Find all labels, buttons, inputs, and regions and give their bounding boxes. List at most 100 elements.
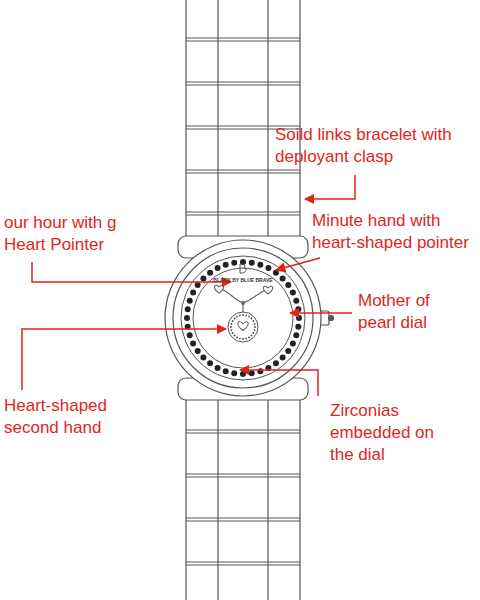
zirconia-stone xyxy=(249,260,255,266)
sub-dial-marker xyxy=(232,320,234,322)
zirconia-stone xyxy=(200,355,206,361)
callout-label: Soild links bracelet with deployant clas… xyxy=(275,124,460,168)
bezel xyxy=(173,248,313,388)
callout-label: Heart-shaped second hand xyxy=(4,395,114,439)
leader-line xyxy=(22,329,226,390)
zirconia-stone xyxy=(207,360,213,366)
link-seam xyxy=(186,211,300,212)
link-seam xyxy=(186,84,300,85)
sub-dial-marker xyxy=(245,338,247,340)
callout-label: Mother of pearl dial xyxy=(358,290,458,334)
link-seam xyxy=(186,40,300,41)
zirconia-stone xyxy=(265,265,271,271)
sub-dial-marker xyxy=(254,329,256,331)
sub-dial-marker xyxy=(248,336,250,338)
zirconia-stone xyxy=(285,282,291,288)
zirconia-stone xyxy=(231,260,237,266)
zirconia-stone xyxy=(296,315,302,321)
sub-dial-marker xyxy=(242,338,244,340)
zirconia-ring-outer xyxy=(181,256,305,380)
sub-dial-marker xyxy=(252,332,254,334)
link-divider xyxy=(217,0,218,236)
watch-drawing xyxy=(165,0,334,600)
sub-dial-marker xyxy=(248,316,250,318)
dial-brand-text: BLACK BY BLUE BRAVE xyxy=(213,277,272,283)
zirconia-stone xyxy=(215,365,221,371)
link-seam xyxy=(186,473,300,474)
zirconia-stone xyxy=(215,265,221,271)
zirconia-stone xyxy=(280,355,286,361)
link-seam xyxy=(186,214,300,215)
link-seam xyxy=(186,172,300,173)
zirconia-stone xyxy=(295,306,301,312)
link-seam xyxy=(186,81,300,82)
zirconia-stone xyxy=(280,275,286,281)
leader-line xyxy=(240,370,318,396)
sub-dial-marker xyxy=(231,329,233,331)
sub-dial-marker xyxy=(242,314,244,316)
sub-dial-marker xyxy=(232,332,234,334)
callout-label: Zirconias embedded on the dial xyxy=(330,400,445,466)
lower-bracelet xyxy=(186,385,300,600)
link-divider xyxy=(217,400,218,600)
callout-label: our hour with g Heart Pointer xyxy=(4,212,117,256)
minute-heart-pointer xyxy=(263,286,272,294)
sub-dial-marker xyxy=(236,316,238,318)
zirconia-stone xyxy=(190,290,196,296)
link-seam xyxy=(186,169,300,170)
watch-case xyxy=(165,240,321,396)
zirconia-stone xyxy=(295,324,301,330)
minute-hand xyxy=(243,290,266,303)
sub-dial-marker xyxy=(245,315,247,317)
sub-dial-marker xyxy=(236,336,238,338)
zirconia-stone xyxy=(185,306,191,312)
zirconia-stone xyxy=(257,262,263,268)
sub-dial-marker xyxy=(230,326,232,328)
zirconia-stone xyxy=(231,370,237,376)
sub-dial-marker xyxy=(251,318,253,320)
link-divider xyxy=(267,400,268,600)
leader-line xyxy=(32,262,231,282)
sub-dial-marker xyxy=(234,335,236,337)
link-seam xyxy=(186,520,300,521)
link-divider xyxy=(267,0,268,236)
zirconia-stone xyxy=(207,270,213,276)
bracelet-links xyxy=(186,400,300,600)
zirconia-stone xyxy=(190,340,196,346)
dial xyxy=(193,268,293,368)
zirconia-stone xyxy=(223,368,229,374)
sub-dial-markers xyxy=(230,314,256,340)
hour-hand xyxy=(221,289,243,303)
zirconia-stone xyxy=(195,348,201,354)
link-seam xyxy=(186,561,300,562)
upper-bracelet xyxy=(186,0,300,248)
link-seam xyxy=(186,429,300,430)
leader-lines xyxy=(22,175,355,396)
zirconia-stone xyxy=(285,348,291,354)
zirconia-stone xyxy=(223,262,229,268)
zirconia-stone xyxy=(290,290,296,296)
sub-dial-marker xyxy=(239,338,241,340)
zirconia-stone xyxy=(249,370,255,376)
zirconia-stone xyxy=(290,340,296,346)
link-seam xyxy=(186,476,300,477)
zirconia-stone xyxy=(195,282,201,288)
sub-dial-marker xyxy=(234,318,236,320)
sub-dial-marker xyxy=(254,323,256,325)
link-seam xyxy=(186,432,300,433)
callout-label: Minute hand with heart-shaped pointer xyxy=(312,210,477,254)
zirconia-stone xyxy=(187,332,193,338)
second-heart-hand xyxy=(238,322,248,331)
sub-dial-marker xyxy=(239,315,241,317)
leader-line xyxy=(276,258,320,270)
bracelet-links xyxy=(186,0,300,236)
link-seam xyxy=(186,37,300,38)
sub-dial-marker xyxy=(251,335,253,337)
zirconia-stone xyxy=(184,315,190,321)
zirconia-stone xyxy=(293,332,299,338)
hour-heart-pointer xyxy=(214,285,223,293)
zirconia-stone xyxy=(187,298,193,304)
zirconia-stones xyxy=(184,259,302,377)
sub-dial-marker xyxy=(231,323,233,325)
